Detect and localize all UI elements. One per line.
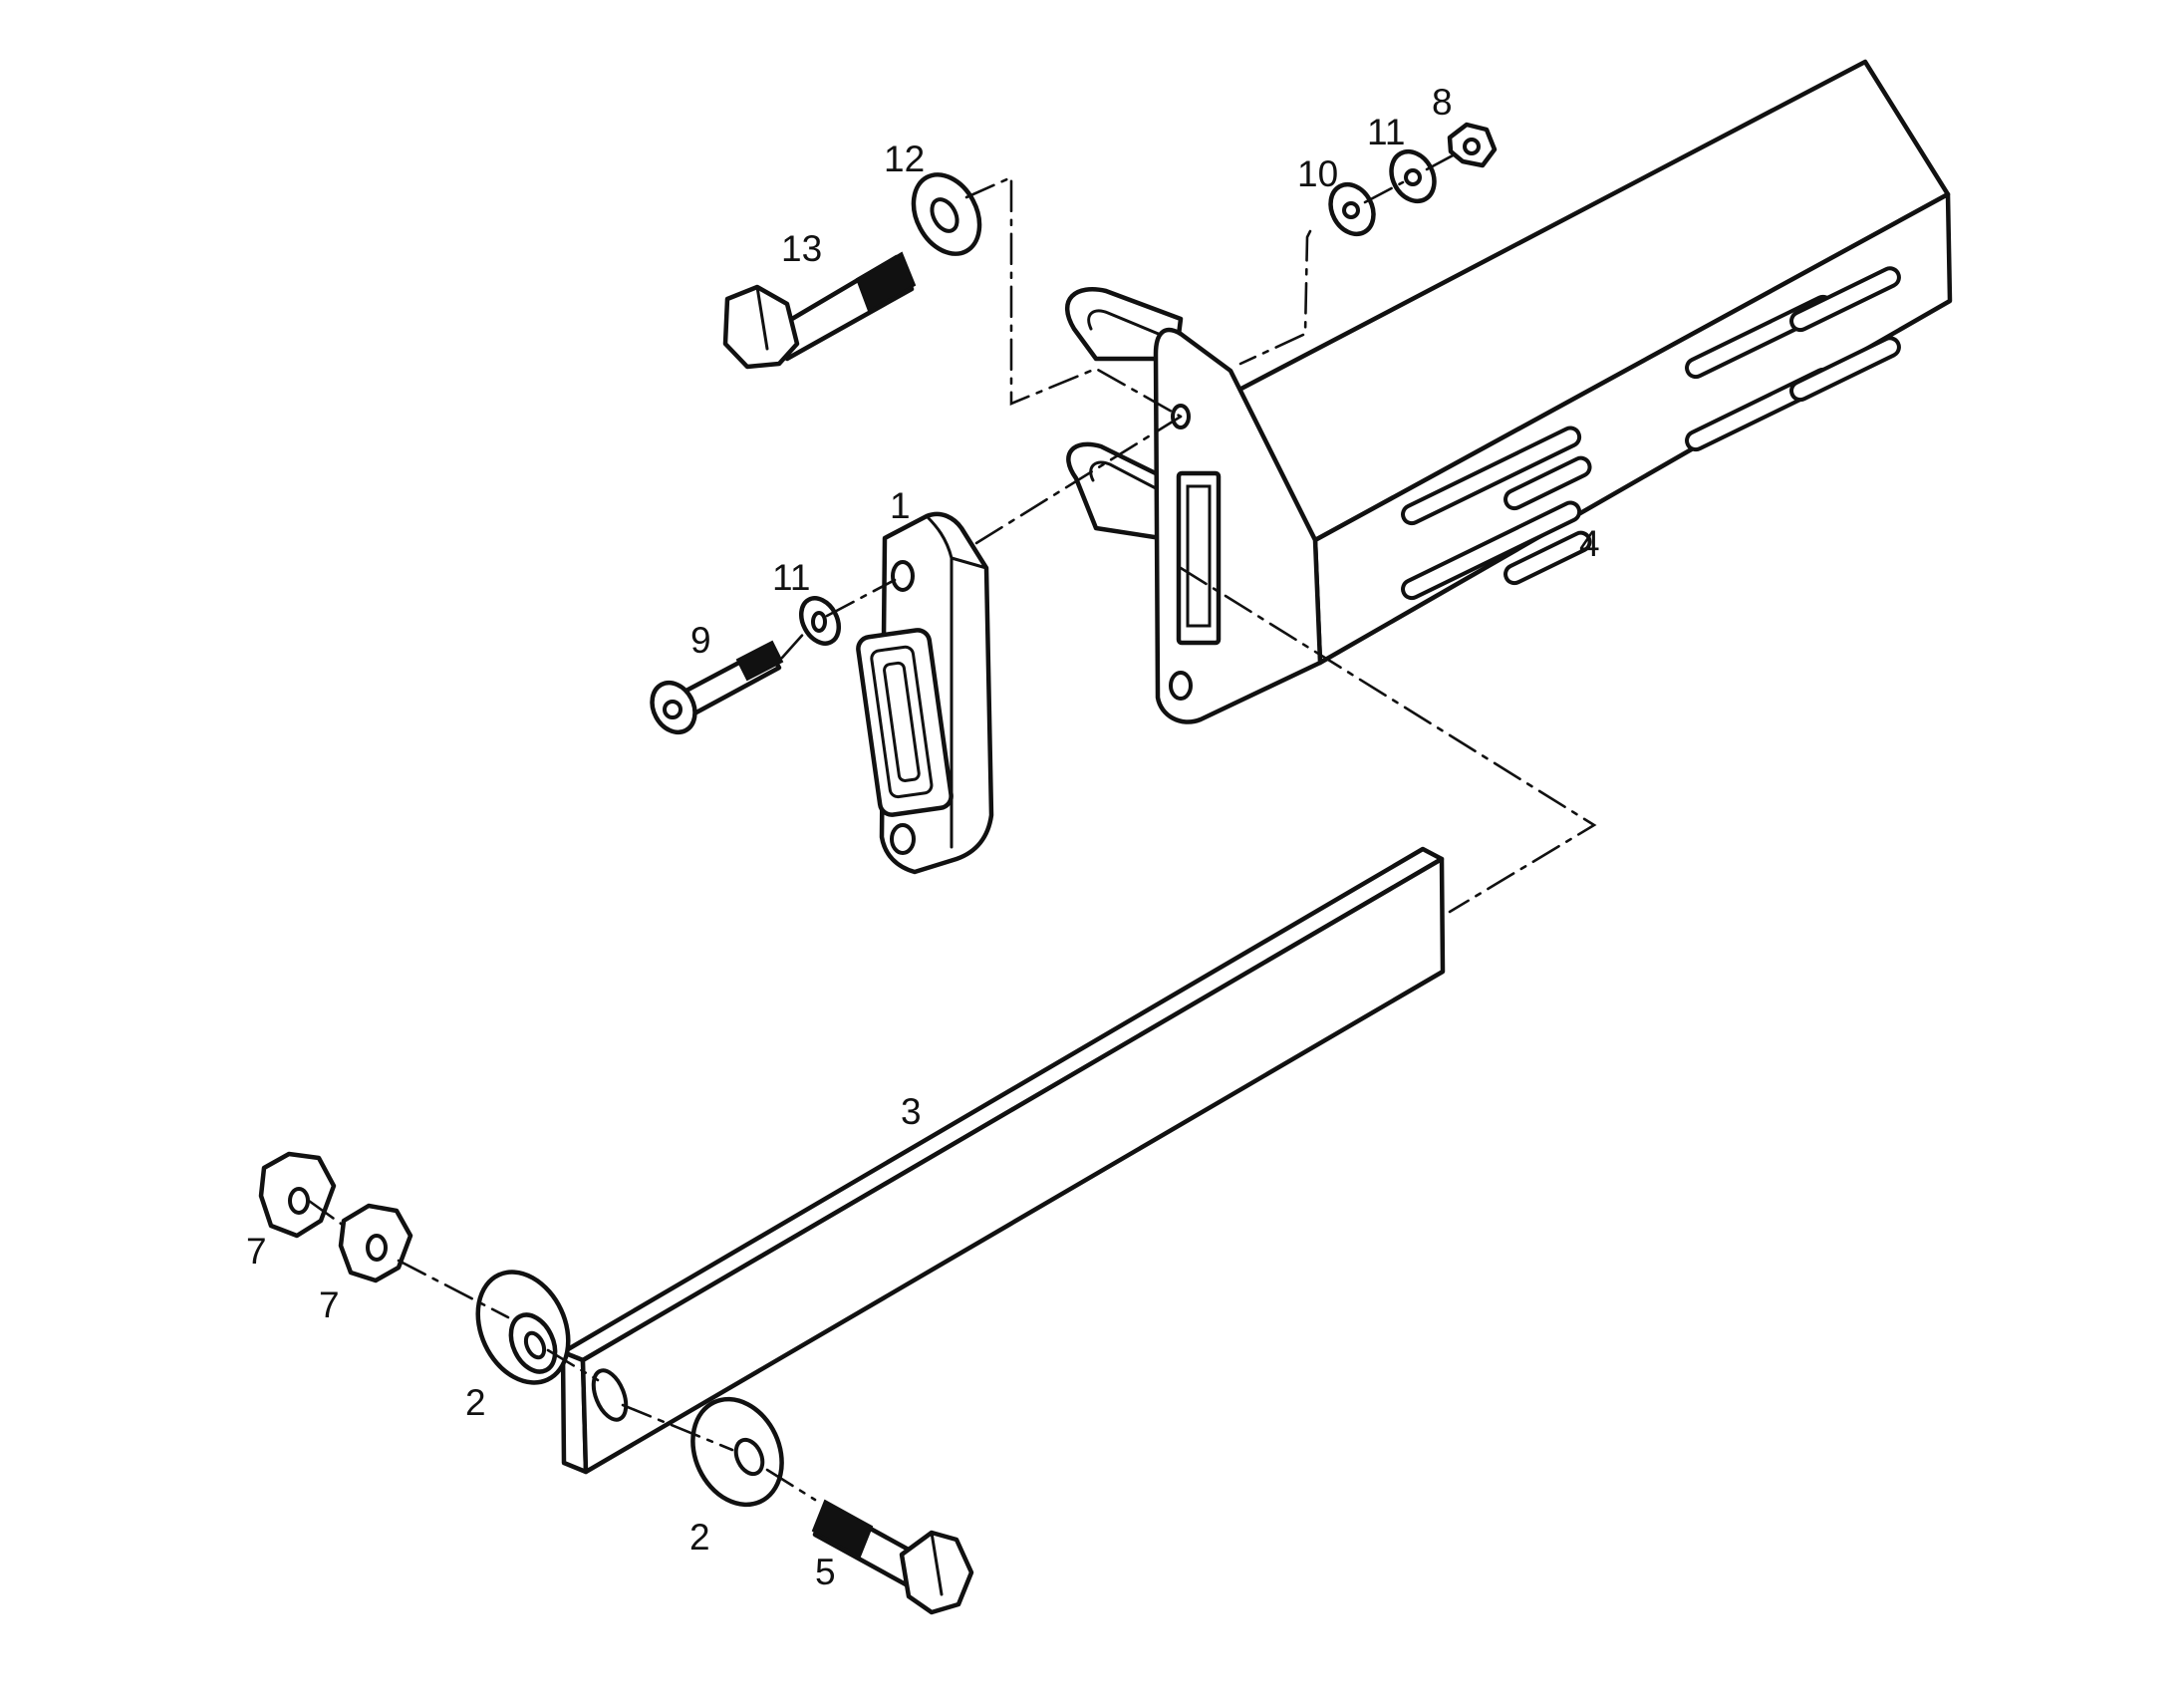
callout-2-lower: 2: [689, 1517, 710, 1558]
part-13-hex-bolt: [722, 251, 917, 370]
callout-7-right: 7: [319, 1284, 340, 1325]
callout-5: 5: [815, 1552, 836, 1592]
callouts: 1 2 2 3 4 5 7 7 8 9 10 11 11 12 13: [246, 82, 1600, 1592]
part-7-nut-right: [338, 1203, 413, 1283]
callout-7-left: 7: [246, 1231, 267, 1272]
callout-13: 13: [781, 228, 822, 269]
assembly-lines: [307, 152, 1597, 1502]
part-3-flat-bar: [560, 846, 1446, 1475]
callout-4: 4: [1579, 523, 1600, 564]
callout-3: 3: [901, 1091, 922, 1132]
callout-8: 8: [1432, 82, 1453, 123]
callout-2-upper: 2: [465, 1382, 486, 1423]
part-4-tube-bracket: [1065, 59, 1953, 724]
part-1-block: [856, 511, 994, 875]
part-2-washer-upper: [475, 1270, 571, 1385]
part-9-cap-screw: [650, 640, 784, 735]
part-8-nut: [1447, 122, 1498, 168]
bolt-13-thread: [855, 251, 917, 313]
part-2-washer-lower: [690, 1396, 784, 1508]
part-12-washer: [911, 172, 982, 256]
tube-slots: [1401, 266, 1901, 601]
part-5-hex-bolt: [811, 1499, 974, 1615]
callout-1: 1: [890, 485, 911, 526]
callout-11-lower: 11: [772, 557, 810, 598]
callout-10: 10: [1297, 153, 1338, 194]
part-7-nut-left: [258, 1151, 337, 1239]
callout-11-upper: 11: [1367, 112, 1405, 152]
part-11-washer-upper: [1389, 148, 1437, 204]
callout-12: 12: [884, 139, 925, 179]
part-11-washer-lower: [798, 596, 842, 646]
callout-9: 9: [690, 620, 711, 661]
